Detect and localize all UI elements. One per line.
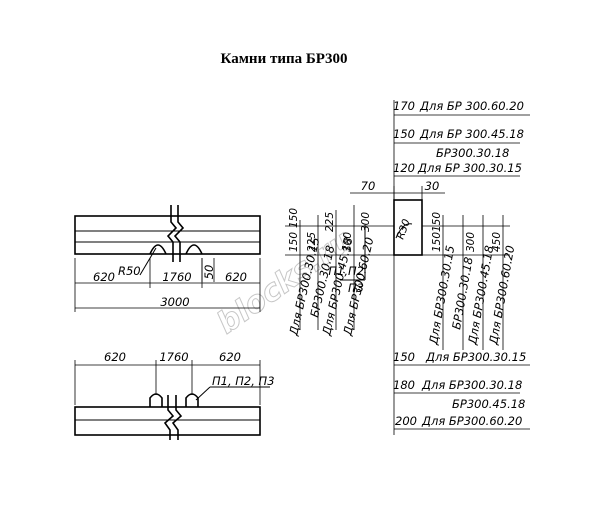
dim-70: 70 [361, 179, 376, 193]
lifting-recess [185, 244, 203, 255]
dim-1760: 1760 [162, 270, 191, 284]
break-line [171, 395, 183, 440]
callout-leader [195, 386, 211, 401]
dim-620-right: 620 [219, 350, 241, 364]
radius-label: R50 [118, 264, 141, 278]
lifting-loop [149, 393, 163, 407]
callout-loops: П1, П2, П3 [212, 374, 275, 388]
dim-30: 30 [425, 179, 440, 193]
label-br300-30-18: Для БР300.30.18 [421, 378, 522, 392]
label-br300-30-15: Для БР300.30.15 [426, 244, 457, 346]
dim-150: 150 [393, 127, 415, 141]
break-line [166, 205, 178, 262]
callout-p1-p2-p3: П1,П2 П3 [328, 225, 366, 295]
label-br300-60-20: Для БР300.60.20 [421, 414, 522, 428]
break-line [173, 205, 185, 262]
label-br300-60-20: Для БР 300.60.20 [419, 99, 524, 113]
dim-3000: 3000 [160, 295, 189, 309]
drawing-title: Камни типа БР300 [221, 51, 348, 67]
label-br300-30-15: Для БР300.30.15 [425, 350, 526, 364]
lifting-loop [185, 393, 199, 407]
dim-300: 300 [360, 212, 372, 232]
radius-leader [139, 247, 157, 276]
section-top-dimensions: 170 150 120 Для БР 300.60.20 Для БР 300.… [393, 99, 530, 177]
dim-120: 120 [393, 161, 415, 175]
dim-225: 225 [306, 232, 318, 252]
dim-150: 150 [393, 350, 415, 364]
dim-225: 225 [324, 212, 336, 232]
label-br300-30-15: Для БР 300.30.15 [417, 161, 522, 175]
dim-620-left: 620 [93, 270, 115, 284]
section-radius: R30 [395, 217, 413, 241]
dim-150: 150 [431, 232, 443, 252]
stone-plan-view: 620 1760 620 П1, П2, П3 [74, 350, 275, 440]
dim-620-left: 620 [104, 350, 126, 364]
dim-150: 150 [288, 208, 300, 228]
label-br300-45-18: БР300.45.18 [452, 397, 525, 411]
dim-620-right: 620 [225, 270, 247, 284]
dim-200: 200 [395, 414, 417, 428]
stone-outline [74, 215, 261, 255]
dim-50: 50 [202, 265, 216, 280]
section-right-dimensions: 150 150 300 450 Для БР300.30.15 БР300.30… [422, 212, 517, 350]
lifting-recess [149, 244, 167, 255]
dim-1760: 1760 [159, 350, 188, 364]
section-outline [393, 199, 423, 256]
dim-300: 300 [342, 232, 354, 252]
dim-150: 150 [288, 232, 300, 252]
dim-300: 300 [465, 232, 477, 252]
dim-150: 150 [431, 212, 443, 232]
dim-170: 170 [393, 99, 415, 113]
break-line [163, 395, 175, 440]
section-bottom-dimensions: 150 180 200 Для БР300.30.15 Для БР300.30… [393, 255, 530, 435]
callout-line1: П1,П2 [328, 264, 364, 278]
label-br300-45-18: Для БР 300.45.18 [419, 127, 524, 141]
dim-450: 450 [491, 232, 503, 252]
label-br300-30-18: БР300.30.18 [436, 146, 509, 160]
dim-180: 180 [393, 378, 415, 392]
section-left-dimensions: 150 150 225 225 300 300 Для БР300.30.15 … [285, 205, 394, 338]
stone-elevation-view: R50 50 620 1760 620 3000 [74, 205, 261, 312]
callout-line2: П3 [348, 281, 364, 295]
